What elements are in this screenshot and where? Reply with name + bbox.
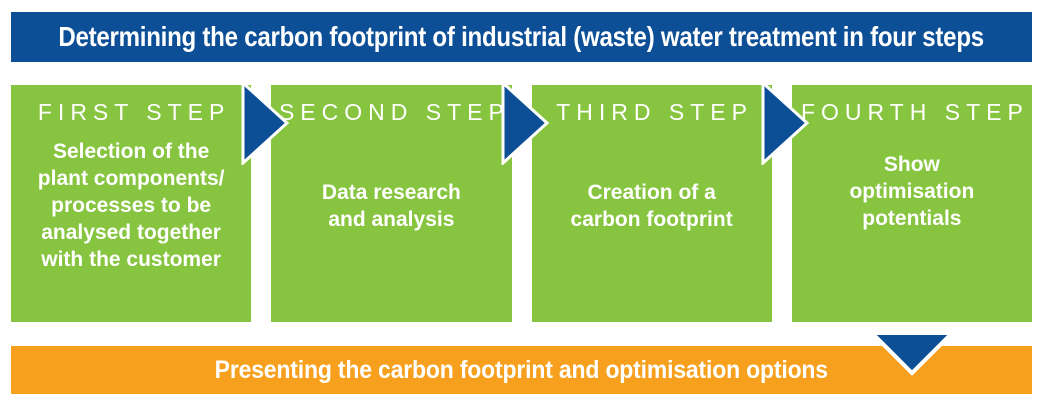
step-body-wrap: Show optimisation potentials: [792, 127, 1032, 322]
header-banner: Determining the carbon footprint of indu…: [11, 12, 1032, 62]
step-label-third: THIRD STEP: [556, 99, 753, 125]
step-description-second: Data research and analysis: [321, 180, 461, 231]
step-description-fourth: Show optimisation potentials: [849, 153, 975, 230]
step-body-wrap: Selection of the plant components/ proce…: [11, 127, 251, 322]
arrow-right-icon: [241, 79, 290, 167]
step-body-wrap: Data research and analysis: [271, 127, 511, 322]
arrow-right-icon: [501, 79, 550, 167]
arrow-down-icon: [867, 330, 957, 376]
step-description-first: Selection of the plant components/ proce…: [37, 140, 225, 271]
arrow-right-icon: [761, 79, 810, 167]
step-box-third: THIRD STEP Creation of a carbon footprin…: [531, 85, 772, 322]
step-box-first: FIRST STEP Selection of the plant compon…: [11, 85, 252, 322]
step-label-second: SECOND STEP: [278, 99, 510, 125]
footer-banner: Presenting the carbon footprint and opti…: [11, 346, 1032, 394]
header-title: Determining the carbon footprint of indu…: [58, 21, 985, 52]
step-box-fourth: FOURTH STEP Show optimisation potentials: [791, 85, 1032, 322]
step-description-third: Creation of a carbon footprint: [570, 180, 733, 231]
step-body-wrap: Creation of a carbon footprint: [532, 127, 772, 322]
steps-row: FIRST STEP Selection of the plant compon…: [11, 85, 1032, 322]
step-label-first: FIRST STEP: [37, 99, 231, 125]
footer-title: Presenting the carbon footprint and opti…: [214, 355, 829, 384]
step-label-fourth: FOURTH STEP: [800, 99, 1029, 125]
step-box-second: SECOND STEP Data research and analysis: [271, 85, 512, 322]
